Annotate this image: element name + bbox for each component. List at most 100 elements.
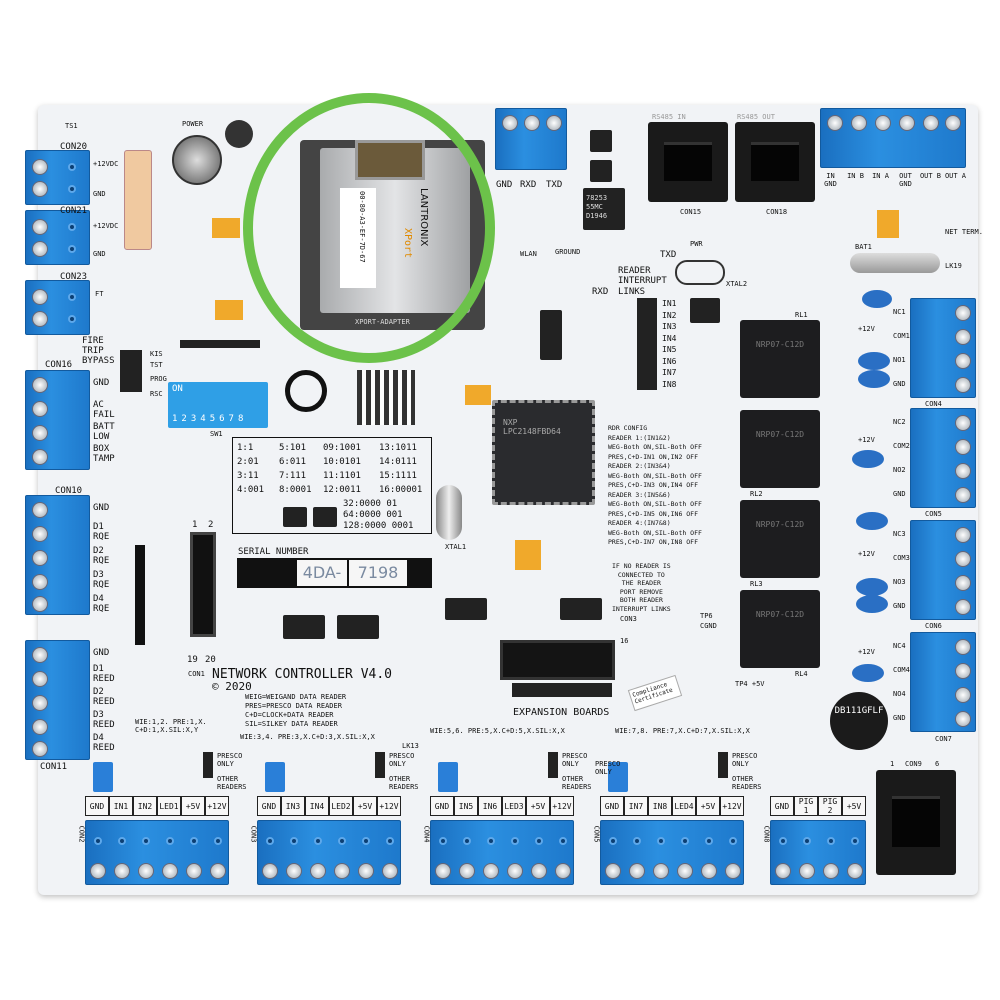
trimmer-potentiometer[interactable]	[438, 762, 458, 792]
reader-jumper[interactable]	[718, 752, 728, 778]
terminal-con11	[25, 640, 90, 760]
label: CON1	[188, 670, 205, 678]
varistor	[858, 370, 890, 388]
terminal-relay1	[910, 298, 976, 398]
terminal-hole	[681, 837, 689, 845]
terminal-con21	[25, 210, 90, 265]
reader-jumper[interactable]	[375, 752, 385, 778]
trimmer-potentiometer[interactable]	[608, 762, 628, 792]
terminal-hole	[559, 837, 567, 845]
terminal-con23	[25, 280, 90, 335]
label: PWR	[690, 240, 703, 248]
link-label: IN8	[662, 379, 677, 389]
pin-label: GND	[600, 796, 624, 816]
rj45-out-port[interactable]	[735, 122, 815, 202]
terminal-hole	[214, 837, 222, 845]
table-cell: 7:111	[279, 471, 307, 481]
varistor	[856, 595, 888, 613]
table-cell: 128:0000 0001	[343, 521, 414, 531]
chip-u17	[283, 507, 307, 527]
interrupt-link-jumpers[interactable]	[637, 298, 657, 390]
relay-rl1: NRP07-C12D	[740, 320, 820, 398]
tantalum-capacitor	[877, 210, 899, 238]
rj-con9-port[interactable]	[876, 770, 956, 875]
screw	[483, 863, 499, 879]
pin-label: COM3	[893, 554, 910, 562]
pin-label: +12V	[377, 796, 401, 816]
expansion-header-2[interactable]	[512, 683, 612, 697]
relay-rl3: NRP07-C12D	[740, 500, 820, 578]
pin-label: GND	[257, 796, 281, 816]
label: WLAN	[520, 250, 537, 258]
label: CON15	[680, 208, 702, 216]
label: RS485 OUT	[737, 113, 775, 121]
chip-u5	[445, 598, 487, 620]
label: RL2	[750, 490, 763, 498]
chip-u4	[283, 615, 325, 639]
terminal-hole	[633, 837, 641, 845]
label: FT	[95, 290, 104, 298]
trimmer-potentiometer[interactable]	[265, 762, 285, 792]
reader-code: WIE:3,4. PRE:3,X.C+D:3,X.SIL:X,X	[240, 733, 375, 741]
pin-header	[135, 545, 145, 645]
reader-jumper[interactable]	[548, 752, 558, 778]
pin-label: NC1	[893, 308, 906, 316]
config-line: READER 1:(IN1&2)	[608, 433, 671, 442]
table-cell: 10:0101	[323, 457, 361, 467]
screw	[186, 863, 202, 879]
pin-label: NO4	[893, 690, 906, 698]
screw	[286, 863, 302, 879]
note-line: CONNECTED TO	[617, 570, 665, 579]
board-title: NETWORK CONTROLLER V4.0	[212, 667, 393, 682]
label: GROUND	[555, 248, 581, 256]
config-line: PRES,C+D-IN5 ON,IN6 OFF	[608, 509, 699, 518]
tantalum-capacitor	[515, 540, 541, 570]
screw	[90, 863, 106, 879]
dip-on-label: ON	[172, 384, 183, 394]
pin-label: GND	[893, 714, 906, 722]
chip-text: 55MC	[586, 203, 603, 211]
connector-name: CON5	[592, 825, 601, 843]
pin-label: +5V	[181, 796, 205, 816]
rj45-in-port[interactable]	[648, 122, 728, 202]
relay-rl2: NRP07-C12D	[740, 410, 820, 488]
label: D1 RQE	[93, 522, 110, 542]
table-cell: 16:00001	[379, 485, 423, 495]
dip-num: 4	[200, 414, 206, 424]
trimmer-potentiometer[interactable]	[93, 762, 113, 792]
terminal-hole	[657, 837, 665, 845]
label: D4 RQE	[93, 594, 110, 614]
pin-label: IN5	[454, 796, 478, 816]
chip-u18	[313, 507, 337, 527]
label: CON23	[60, 272, 88, 282]
config-line: PRES,C+D-IN3 ON,IN4 OFF	[608, 481, 699, 489]
label: GND	[93, 190, 106, 198]
label: BYPASS	[82, 356, 115, 366]
terminal-relay3	[910, 520, 976, 620]
label: D1 REED	[93, 664, 115, 684]
reader-jumper[interactable]	[203, 752, 213, 778]
other-readers-label: OTHER READERS	[732, 775, 762, 791]
tantalum-capacitor	[212, 218, 240, 238]
terminal-hole	[463, 837, 471, 845]
note-line: PORT REMOVE	[619, 587, 663, 596]
label: +12V	[858, 648, 875, 656]
screw	[847, 863, 863, 879]
note-line: INTERRUPT LINKS	[612, 604, 671, 613]
pin-label: IN6	[478, 796, 502, 816]
pin-header-con1	[190, 532, 216, 637]
varistor	[862, 290, 892, 308]
relay-rl4: NRP07-C12D	[740, 590, 820, 668]
expansion-header[interactable]	[500, 640, 615, 680]
